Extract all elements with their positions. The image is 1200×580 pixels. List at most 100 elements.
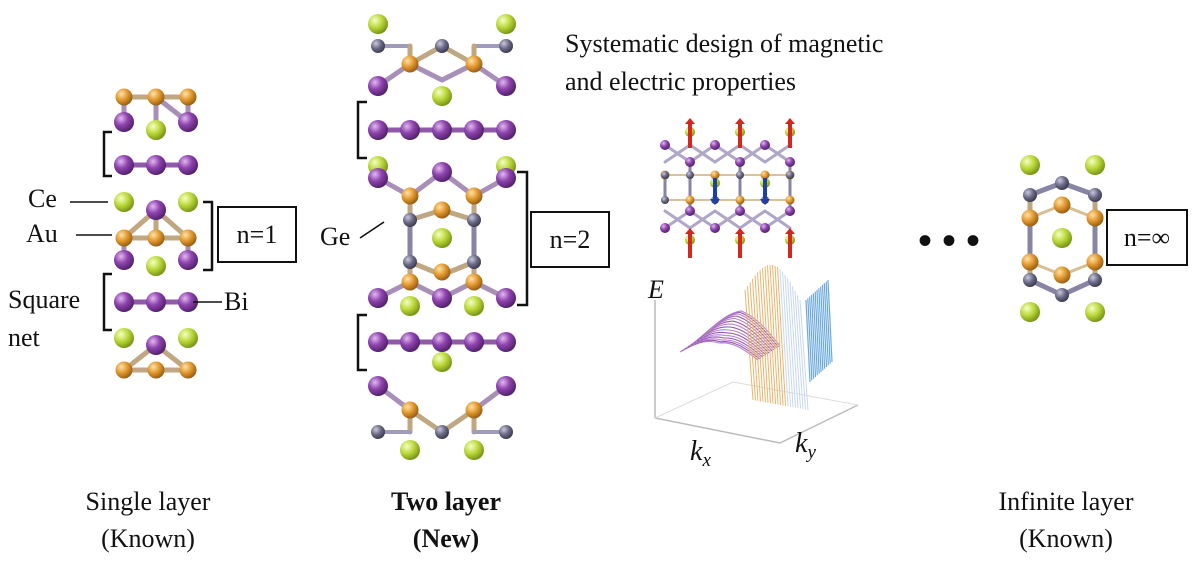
atom-au: [465, 187, 483, 205]
atom-ge: [371, 39, 385, 53]
band-mesh-line: [818, 288, 824, 371]
band-mesh-line: [774, 265, 784, 406]
band-mesh-line: [805, 299, 811, 383]
bond: [688, 143, 717, 164]
band-mesh-line: [784, 274, 794, 408]
atom-bi: [710, 223, 720, 233]
box-n1-text: n=1: [237, 220, 278, 249]
band-mesh-line: [825, 281, 831, 364]
atom-bi: [432, 332, 452, 352]
atom-au: [760, 170, 770, 180]
band-mesh-line: [782, 271, 791, 407]
axis-back-1: [654, 381, 734, 419]
atom-bi: [685, 157, 695, 167]
atom-au: [1053, 266, 1071, 284]
atom-bi: [496, 332, 516, 352]
atom-au: [179, 229, 197, 247]
band-structure-plot: E kx ky: [647, 264, 859, 471]
atom-bi: [760, 223, 770, 233]
atom-ge: [661, 196, 669, 204]
atom-au: [465, 273, 483, 291]
bracket-bi-top-double: [356, 100, 367, 160]
atom-au: [1053, 196, 1071, 214]
bond: [763, 209, 792, 230]
atom-ce: [114, 192, 134, 212]
atom-au: [401, 401, 419, 419]
band-mesh-line: [799, 299, 809, 411]
axis-label-ky: ky: [795, 428, 816, 463]
label-bi: Bi: [224, 287, 249, 316]
band-mesh-line: [827, 279, 833, 363]
atom-ge: [499, 425, 513, 439]
axis-kx: [654, 417, 781, 444]
atom-ce: [1085, 155, 1105, 175]
spin-down-arrow-icon: [760, 178, 770, 205]
spin-up-arrow-icon: [785, 118, 795, 148]
caption-single-line-2: (Known): [101, 524, 195, 553]
atom-bi: [432, 120, 452, 140]
bracket-unit-double: [517, 170, 529, 307]
band-mesh-line: [821, 284, 828, 368]
atom-ce: [400, 440, 420, 460]
band-mesh-line: [797, 295, 806, 410]
atom-au: [147, 88, 165, 106]
atom-bi: [400, 332, 420, 352]
atom-bi: [368, 76, 388, 96]
atom-bi: [178, 250, 198, 270]
bond: [738, 209, 767, 230]
bracket-unit-single: [203, 200, 214, 272]
atom-bi: [432, 288, 452, 308]
atom-bi: [464, 332, 484, 352]
box-n2: [530, 211, 610, 268]
band-mesh-line: [767, 265, 776, 405]
label-ge: Ge: [320, 222, 350, 251]
atom-bi: [368, 168, 388, 188]
bond: [713, 143, 742, 164]
band-mesh-line: [754, 275, 764, 402]
single-layer-structure: Ce Au Square net Bi n=1: [8, 130, 297, 352]
atom-au: [785, 195, 795, 205]
atom-bi: [496, 376, 516, 396]
atom-bi: [368, 120, 388, 140]
atom-au: [115, 229, 133, 247]
infinite-layer-structure: n=∞: [1106, 209, 1188, 266]
caption-infinite-line-2: (Known): [1019, 524, 1113, 553]
atom-ge: [1088, 188, 1102, 202]
atom-au: [1086, 253, 1104, 271]
atom-ce: [400, 296, 420, 316]
bond: [713, 209, 742, 230]
spin-up-arrow-icon: [785, 228, 795, 258]
band-mesh-line: [812, 293, 818, 376]
atom-au: [1021, 209, 1039, 227]
atom-ce: [146, 256, 166, 276]
band-mesh-line: [764, 266, 774, 404]
label-au: Au: [26, 219, 58, 248]
atom-ce: [178, 328, 198, 348]
atom-bi: [400, 120, 420, 140]
atom-bi: [368, 288, 388, 308]
band-mesh-line: [701, 310, 781, 347]
band-mesh-line: [810, 294, 817, 378]
atom-ce: [368, 14, 388, 34]
spin-up-arrow-icon: [735, 118, 745, 148]
atom-au: [433, 201, 451, 219]
bond: [663, 209, 692, 230]
atom-ce: [432, 228, 452, 248]
caption-infinite-line-1: Infinite layer: [999, 487, 1134, 516]
atom-bi: [785, 206, 795, 216]
atom-ge: [1023, 188, 1037, 202]
atom-bi: [114, 250, 134, 270]
axis-label-kx: kx: [690, 436, 711, 471]
atom-bi: [496, 120, 516, 140]
atom-ce: [178, 192, 198, 212]
atom-au: [115, 361, 133, 379]
atom-bi: [146, 155, 166, 175]
atom-bi: [685, 206, 695, 216]
spin-up-arrow-icon: [685, 118, 695, 148]
caption-single-line-1: Single layer: [86, 487, 211, 516]
atom-ge: [1055, 288, 1069, 302]
atom-bi: [114, 112, 134, 132]
box-ninf-text: n=∞: [1124, 223, 1170, 252]
leader-ge: [359, 221, 385, 239]
bond: [763, 143, 792, 164]
